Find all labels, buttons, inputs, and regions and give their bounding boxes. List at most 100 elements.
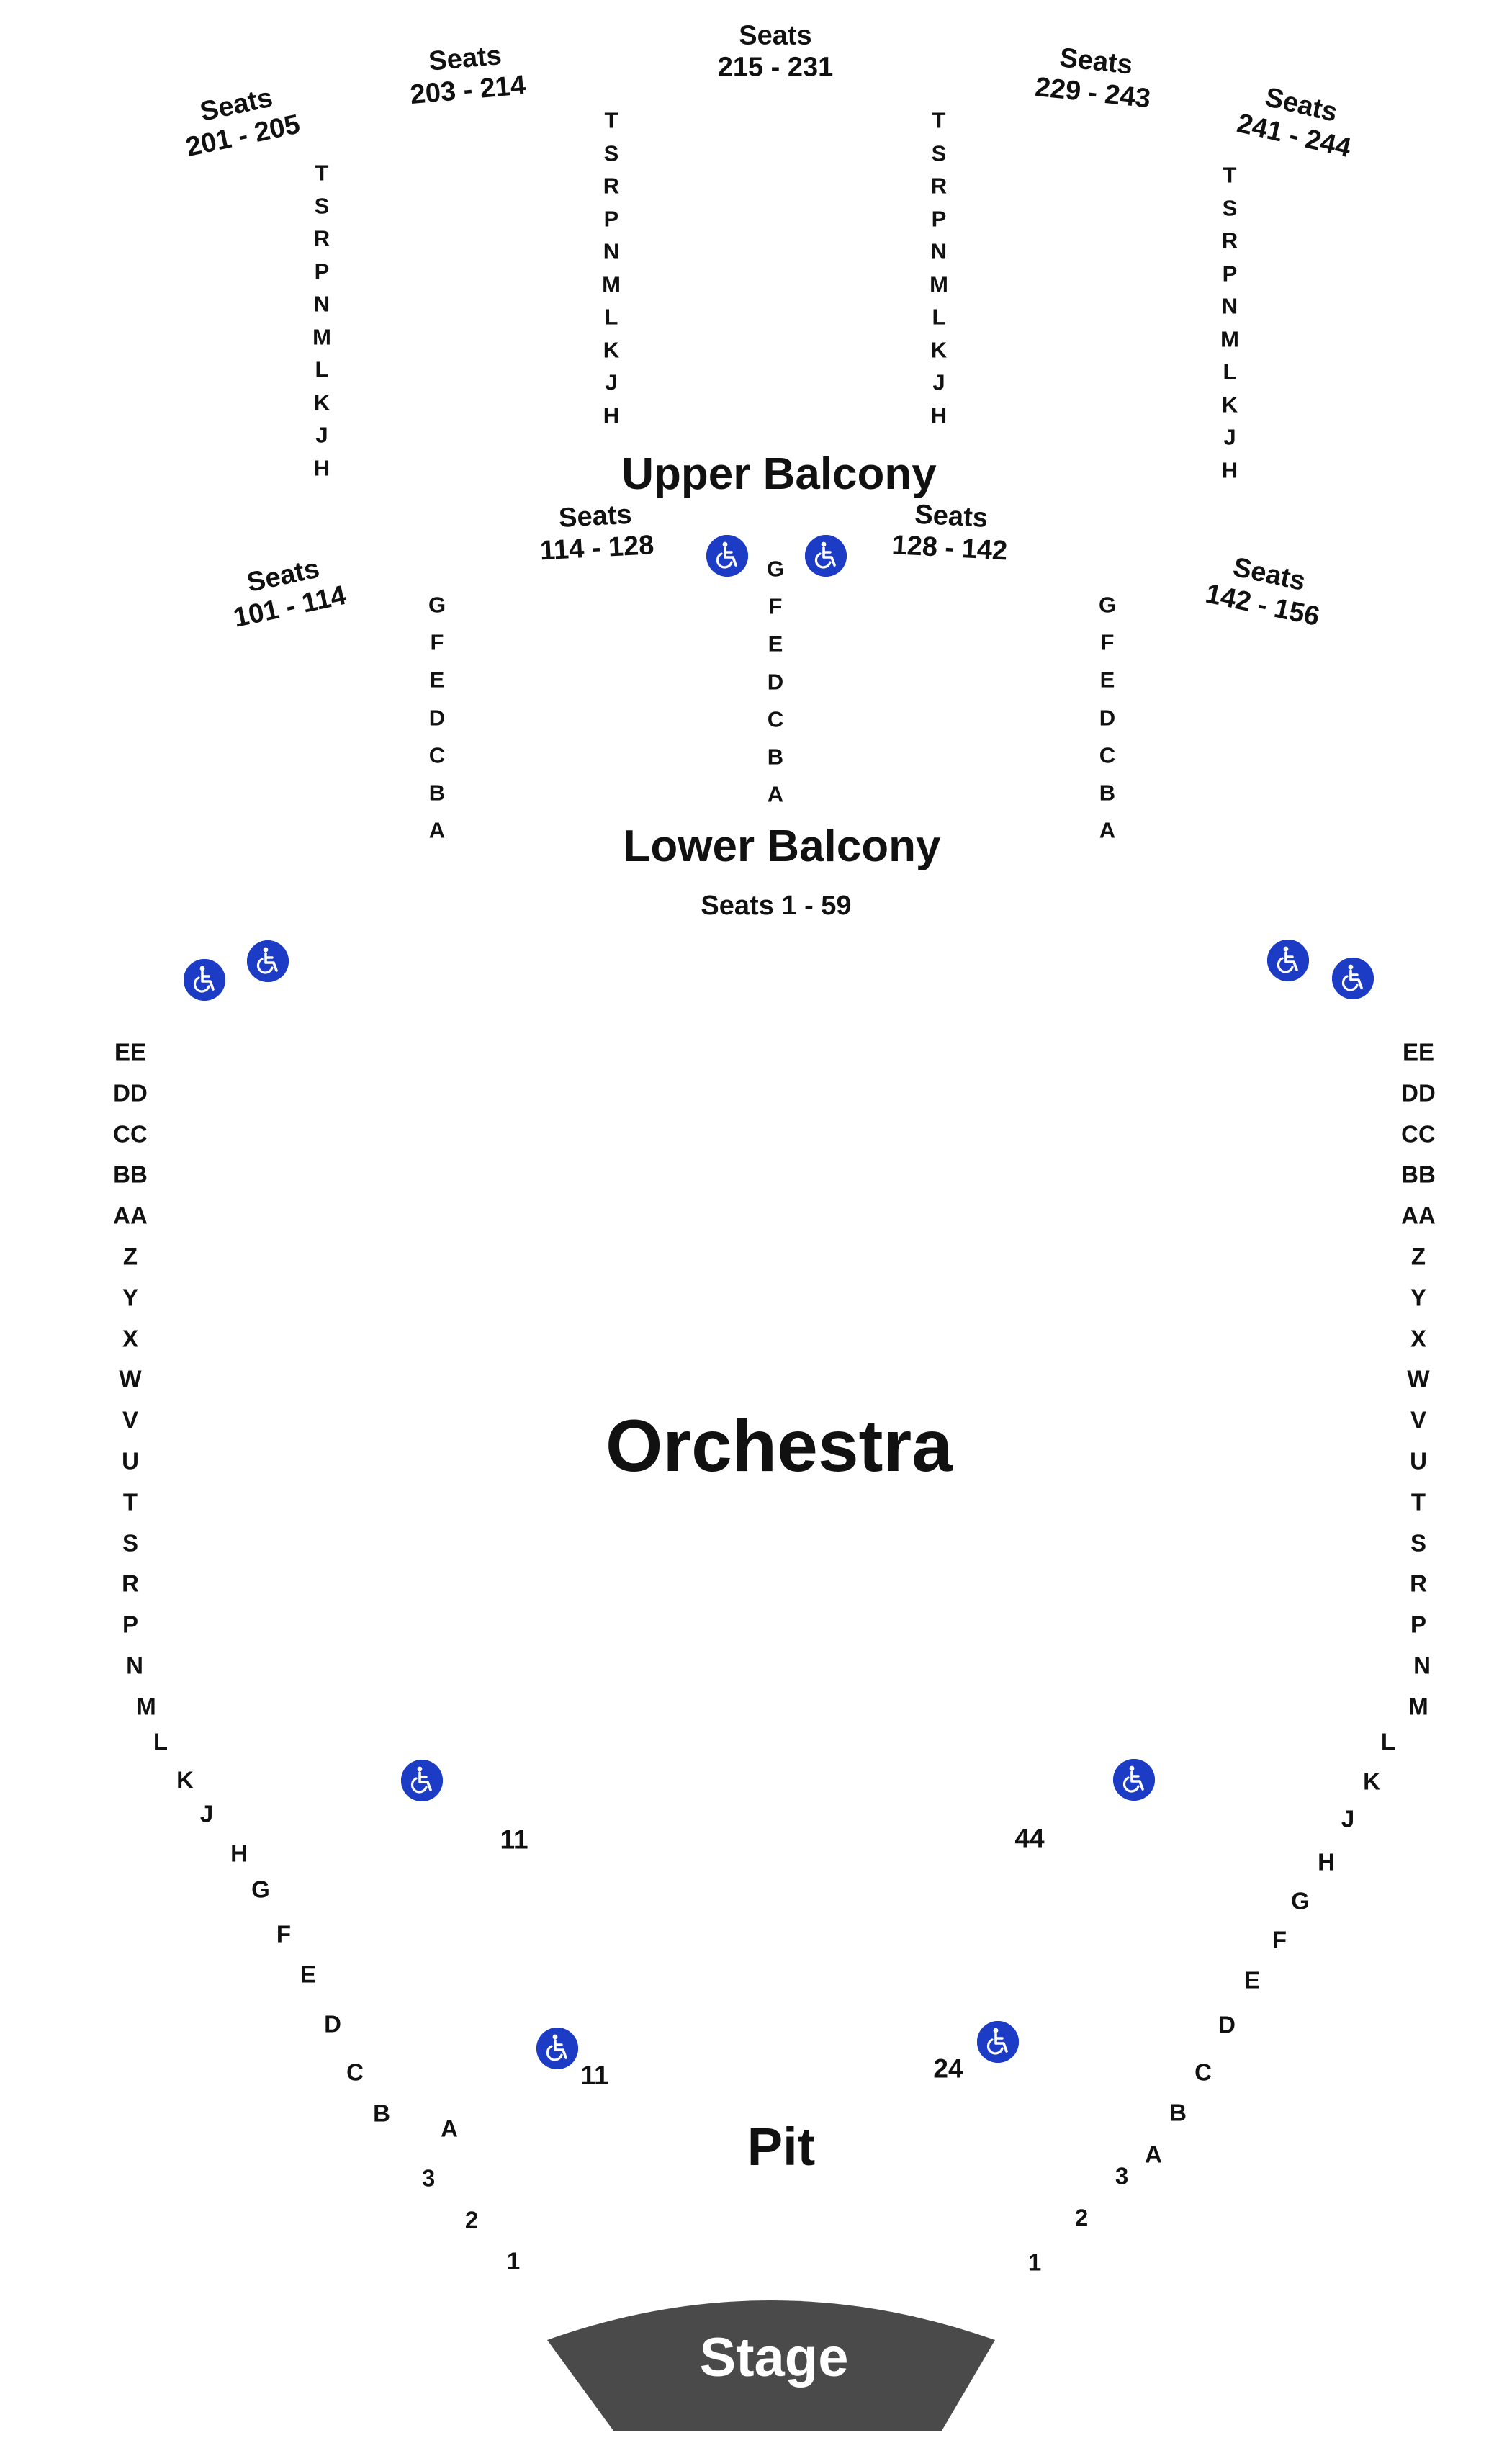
upper-row-label: R — [313, 225, 330, 251]
orchestra-row-label-left: R — [122, 1570, 139, 1597]
orchestra-row-label-left: H — [230, 1840, 248, 1867]
upper-row-label: L — [315, 356, 329, 382]
orchestra-row-label-left: D — [324, 2010, 341, 2038]
orchestra-row-label-left: N — [126, 1652, 143, 1679]
stage-title: Stage — [699, 2327, 849, 2388]
lower-row-label: B — [428, 780, 446, 806]
orchestra-row-label-right: U — [1410, 1447, 1427, 1475]
orchestra-row-label-right: F — [1272, 1926, 1287, 1953]
upper-row-label: L — [604, 304, 618, 330]
upper-row-label: H — [313, 455, 330, 480]
upper-row-label: M — [602, 271, 621, 297]
lower-row-label: C — [767, 706, 784, 732]
orchestra-row-label-left: A — [441, 2115, 458, 2142]
lower-row-label: B — [1099, 780, 1116, 806]
upper-row-label: S — [1222, 195, 1238, 220]
lower-row-label: G — [428, 592, 446, 618]
upper-row-label: R — [603, 173, 620, 199]
upper-row-label: K — [1221, 392, 1238, 417]
orchestra-row-label-left: S — [122, 1529, 139, 1557]
upper-row-label: P — [603, 206, 619, 231]
orchestra-row-label-left: L — [153, 1728, 168, 1755]
upper-row-label: J — [932, 369, 945, 395]
orchestra-row-label-right: R — [1410, 1570, 1427, 1597]
lower-row-label: D — [1099, 705, 1116, 731]
upper-row-label: N — [603, 238, 620, 264]
orchestra-row-label-right: H — [1318, 1848, 1335, 1876]
upper-row-label: P — [314, 258, 330, 284]
orchestra-row-label-left: C — [346, 2058, 364, 2086]
pit-row-label-right: 1 — [1027, 2249, 1042, 2276]
pit-row-label-left: 2 — [464, 2206, 479, 2233]
lower-row-label: D — [428, 705, 446, 731]
orchestra-row-label-left: U — [122, 1447, 139, 1475]
orchestra-row-label-left: EE — [114, 1038, 147, 1066]
upper-row-label: J — [315, 422, 328, 448]
upper-balcony-title: Upper Balcony — [621, 449, 937, 499]
orchestra-row-label-right: DD — [1401, 1079, 1436, 1107]
orchestra-row-label-left: G — [251, 1876, 270, 1903]
upper-row-label: K — [603, 337, 620, 362]
upper-row-label: S — [931, 140, 947, 166]
orchestra-row-label-right: X — [1410, 1325, 1427, 1352]
lower-row-label: E — [1099, 667, 1115, 693]
wheelchair-icon — [536, 2028, 578, 2069]
orchestra-row-label-left: P — [122, 1611, 139, 1638]
seat-number-right-top: 44 — [1014, 1823, 1045, 1853]
wheelchair-icon — [977, 2021, 1019, 2063]
lower-row-label: A — [1099, 817, 1116, 843]
orchestra-row-label-left: M — [136, 1693, 156, 1720]
upper-row-label: N — [313, 291, 330, 317]
upper-row-label: L — [932, 304, 946, 330]
lower-row-label: F — [430, 629, 444, 655]
upper-row-label: T — [932, 107, 946, 133]
orchestra-row-label-right: J — [1341, 1805, 1355, 1832]
lower-row-label: D — [767, 669, 784, 695]
upper-row-label: K — [313, 390, 330, 415]
lower-balcony-seats-caption: Seats 1 - 59 — [701, 891, 852, 921]
orchestra-row-label-left: B — [373, 2100, 390, 2127]
orchestra-row-label-right: K — [1363, 1768, 1380, 1795]
upper-row-label: T — [315, 160, 329, 186]
lower-row-label: G — [1098, 592, 1117, 618]
lower-row-label: C — [1099, 742, 1116, 768]
orchestra-row-label-right: P — [1410, 1611, 1427, 1638]
upper-row-label: P — [931, 206, 947, 231]
upper-row-label: L — [1223, 359, 1237, 384]
pit-row-label-right: 3 — [1115, 2162, 1129, 2190]
upper-row-label: H — [1221, 457, 1238, 482]
wheelchair-icon — [184, 959, 225, 1001]
orchestra-row-label-left: CC — [113, 1120, 148, 1148]
orchestra-row-label-right: N — [1413, 1652, 1431, 1679]
orchestra-row-label-right: G — [1291, 1887, 1310, 1914]
seat-number-left-top: 11 — [500, 1824, 528, 1855]
upper-row-label: M — [930, 271, 948, 297]
upper-row-label: H — [603, 402, 620, 428]
upper-row-label: J — [1223, 424, 1236, 450]
lower-row-label: E — [768, 631, 783, 657]
lower-row-label: B — [767, 744, 784, 770]
orchestra-row-label-left: J — [199, 1800, 214, 1827]
upper-row-label: J — [605, 369, 618, 395]
orchestra-row-label-right: Z — [1410, 1243, 1426, 1270]
upper-row-label: N — [930, 238, 948, 264]
orchestra-row-label-left: Y — [122, 1284, 139, 1311]
upper-row-label: R — [1221, 228, 1238, 253]
lower-row-label: F — [768, 593, 783, 619]
orchestra-row-label-left: T — [122, 1488, 138, 1516]
orchestra-row-label-left: Z — [122, 1243, 138, 1270]
orchestra-row-label-right: B — [1169, 2099, 1187, 2126]
orchestra-row-label-right: AA — [1401, 1202, 1436, 1229]
orchestra-row-label-right: V — [1410, 1406, 1427, 1434]
wheelchair-icon — [1113, 1759, 1155, 1801]
orchestra-row-label-right: C — [1194, 2058, 1212, 2086]
lower-balcony-title: Lower Balcony — [623, 822, 941, 871]
lower-row-label: A — [767, 781, 784, 807]
upper-row-label: M — [312, 324, 331, 349]
pit-row-label-left: 1 — [506, 2247, 521, 2274]
orchestra-row-label-right: M — [1408, 1693, 1428, 1720]
orchestra-row-label-right: L — [1380, 1728, 1396, 1755]
